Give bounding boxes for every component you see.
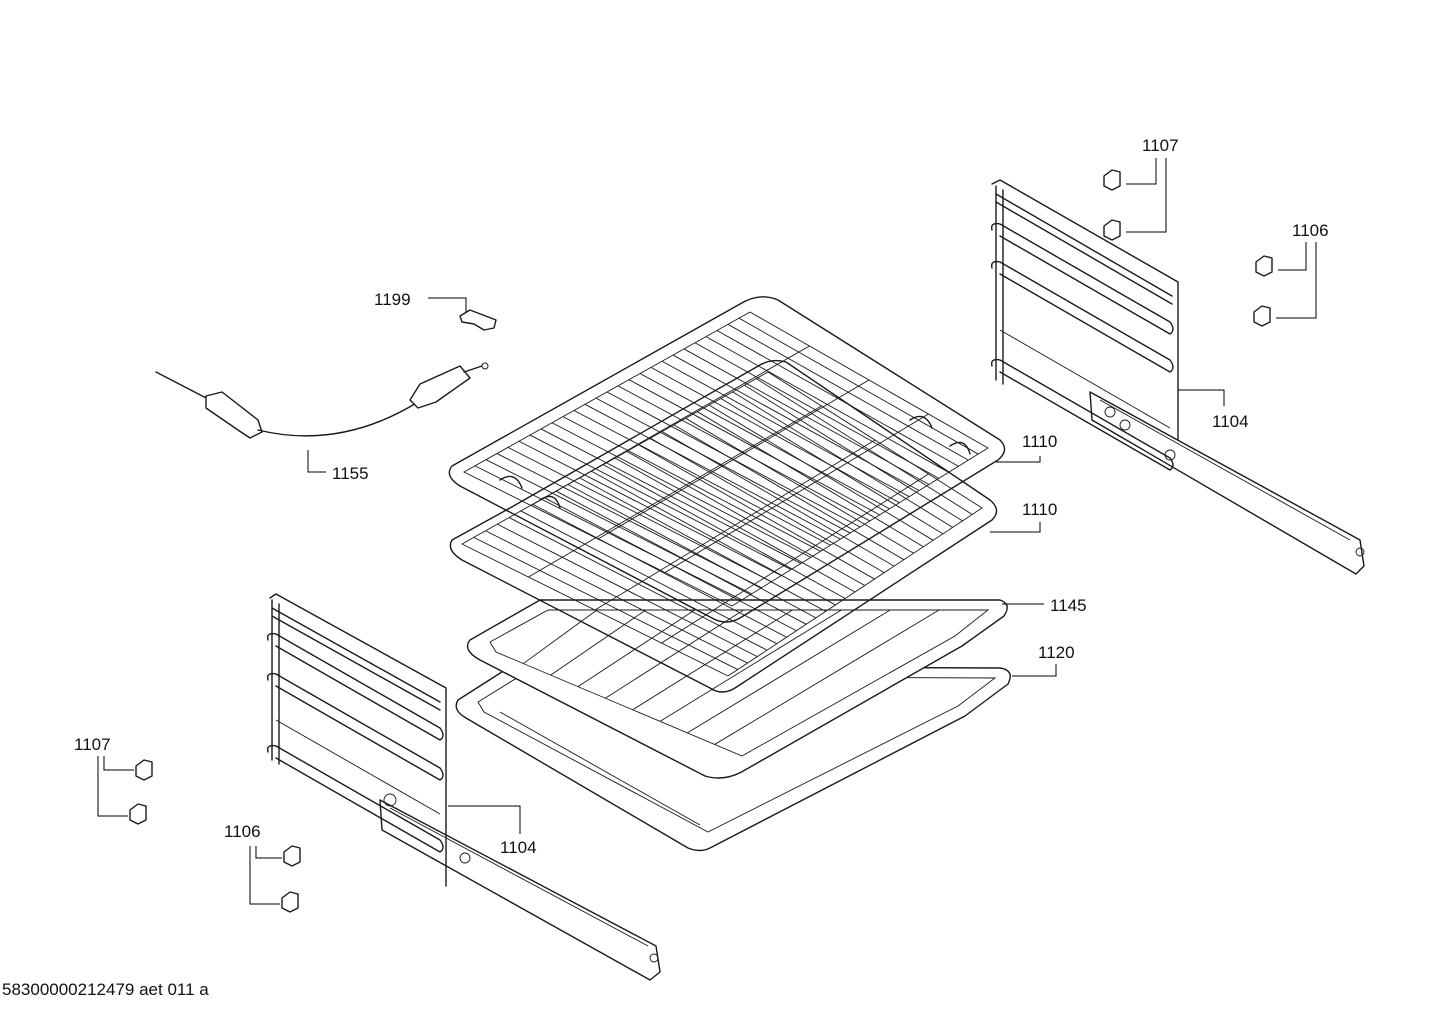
left-shelf-support-rail — [266, 593, 661, 981]
callout-1199: 1199 — [374, 290, 411, 309]
document-id: 58300000212479 aet 011 a — [2, 980, 209, 999]
clip-1106-upper-a — [1255, 255, 1273, 277]
callout-labels: 1107 1106 1104 1199 1155 1110 1110 1145 … — [74, 136, 1329, 857]
callout-1104-lower: 1104 — [500, 838, 537, 857]
meat-probe — [155, 362, 489, 439]
clip-1107-lower-b — [129, 803, 147, 825]
leader-lines — [97, 158, 1317, 905]
callout-1106-upper: 1106 — [1292, 221, 1329, 240]
clip-1106-upper-b — [1253, 305, 1271, 327]
callout-1145: 1145 — [1050, 596, 1087, 615]
callout-1110-upper: 1110 — [1022, 432, 1057, 451]
callout-1104-upper: 1104 — [1212, 412, 1249, 431]
callout-1120: 1120 — [1038, 643, 1075, 662]
clip-1107-lower-a — [135, 759, 153, 781]
right-shelf-support-rail — [990, 179, 1365, 575]
callout-1107-lower: 1107 — [74, 735, 111, 754]
callout-1106-lower: 1106 — [224, 822, 261, 841]
clip-1106-lower-b — [281, 891, 299, 913]
callout-1155: 1155 — [332, 464, 369, 483]
clip-1107-upper-b — [1103, 219, 1121, 241]
wire-shelf-upper — [448, 296, 1006, 623]
callout-1110-lower: 1110 — [1022, 500, 1057, 519]
clip-1199 — [459, 309, 497, 331]
clip-1107-upper-a — [1103, 169, 1121, 191]
callout-1107-upper: 1107 — [1142, 136, 1179, 155]
clip-1106-lower-a — [283, 845, 301, 867]
